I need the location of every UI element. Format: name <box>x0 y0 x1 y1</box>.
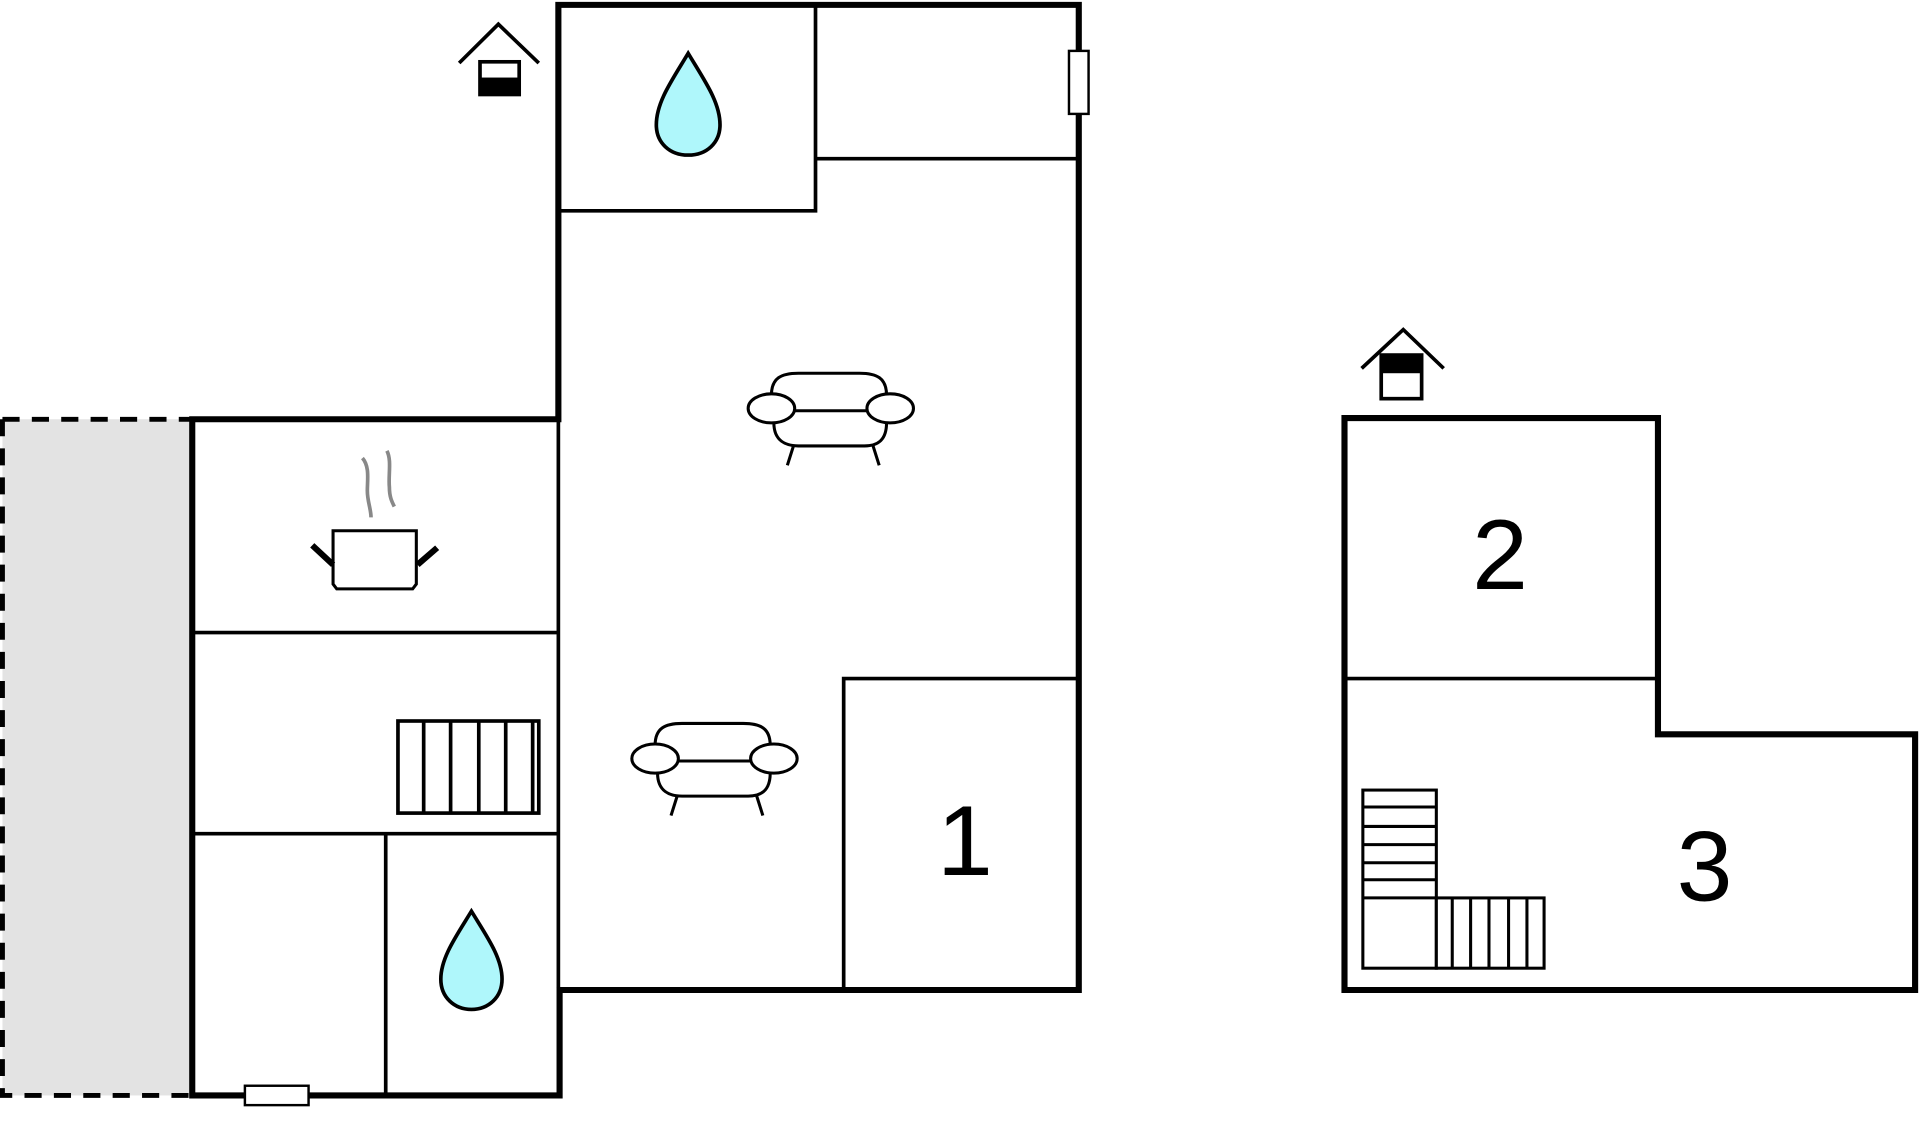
window <box>243 1084 310 1107</box>
entrance-house-icon <box>457 21 541 97</box>
cooking-pot-icon <box>310 449 440 591</box>
stairs-icon <box>396 719 541 815</box>
sofa-icon <box>630 721 799 816</box>
terrace <box>0 416 192 1098</box>
room-label-2: 2 <box>1472 500 1528 610</box>
ground-floor-partitions <box>194 7 1077 1094</box>
upper-floor-house-icon <box>1360 327 1445 401</box>
room-label-3: 3 <box>1677 812 1733 922</box>
water-drop-icon <box>654 49 722 157</box>
water-drop-icon <box>438 907 504 1012</box>
ground-floor-walls <box>189 1 1082 1099</box>
upper-floor-walls <box>1341 415 1919 994</box>
window <box>1067 49 1090 116</box>
stairs-icon <box>1361 788 1546 970</box>
sofa-icon <box>746 371 915 466</box>
room-label-1: 1 <box>937 786 993 896</box>
